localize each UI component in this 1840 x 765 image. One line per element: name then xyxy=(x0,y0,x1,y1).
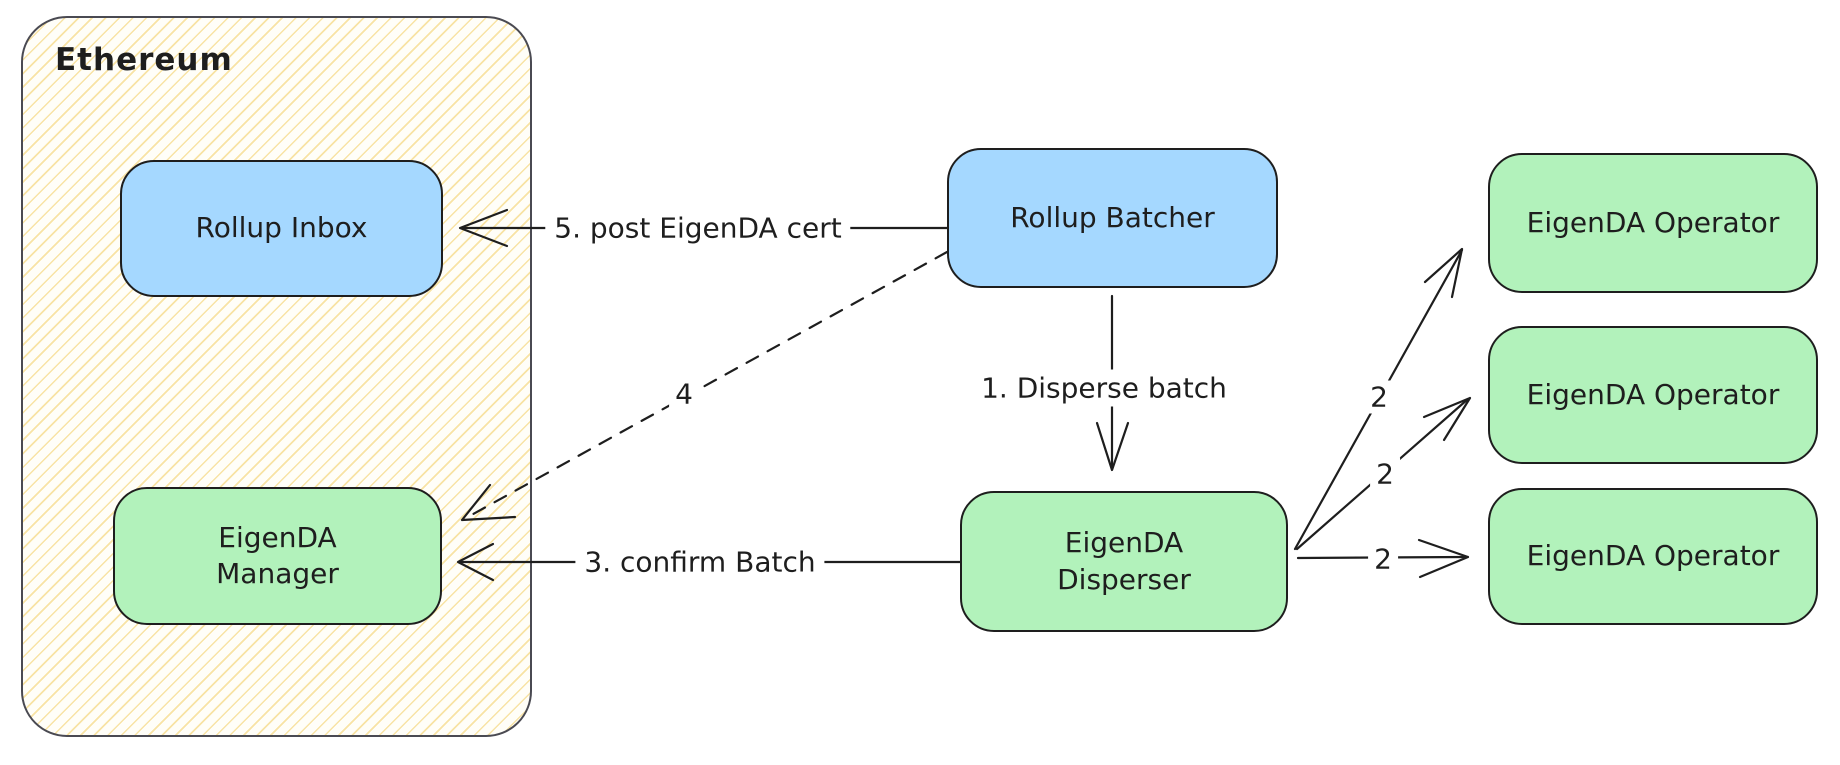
node-eigenda-operator-2: EigenDA Operator xyxy=(1488,326,1818,464)
node-rollup-inbox: Rollup Inbox xyxy=(120,160,443,297)
node-eigenda-manager-label: EigenDA Manager xyxy=(216,520,339,590)
node-eigenda-operator-1-label: EigenDA Operator xyxy=(1526,205,1780,239)
edge-label-disperse-batch: 1. Disperse batch xyxy=(972,369,1236,407)
edge-label-cert-to-manager: 4 xyxy=(669,377,699,411)
node-rollup-batcher: Rollup Batcher xyxy=(947,148,1278,288)
node-eigenda-operator-3-label: EigenDA Operator xyxy=(1526,539,1780,573)
node-eigenda-disperser: EigenDA Disperser xyxy=(960,491,1288,632)
edge-label-post-eigenda-cert: 5. post EigenDA cert xyxy=(545,209,851,247)
node-rollup-batcher-label: Rollup Batcher xyxy=(1010,200,1215,234)
node-eigenda-manager: EigenDA Manager xyxy=(113,487,442,625)
node-eigenda-disperser-label: EigenDA Disperser xyxy=(1057,526,1191,596)
ethereum-group-box: Ethereum xyxy=(21,16,532,737)
node-eigenda-operator-1: EigenDA Operator xyxy=(1488,153,1818,293)
edge-label-confirm-batch: 3. confirm Batch xyxy=(575,543,825,581)
edge-label-send-to-operator-3: 2 xyxy=(1368,542,1398,576)
edge-cert-to-manager xyxy=(460,250,949,522)
edge-label-send-to-operator-1: 2 xyxy=(1364,380,1394,414)
ethereum-group-label: Ethereum xyxy=(55,42,233,78)
node-rollup-inbox-label: Rollup Inbox xyxy=(195,211,368,245)
node-eigenda-operator-3: EigenDA Operator xyxy=(1488,488,1818,625)
node-eigenda-operator-2-label: EigenDA Operator xyxy=(1526,377,1780,411)
edge-label-send-to-operator-2: 2 xyxy=(1370,457,1400,491)
